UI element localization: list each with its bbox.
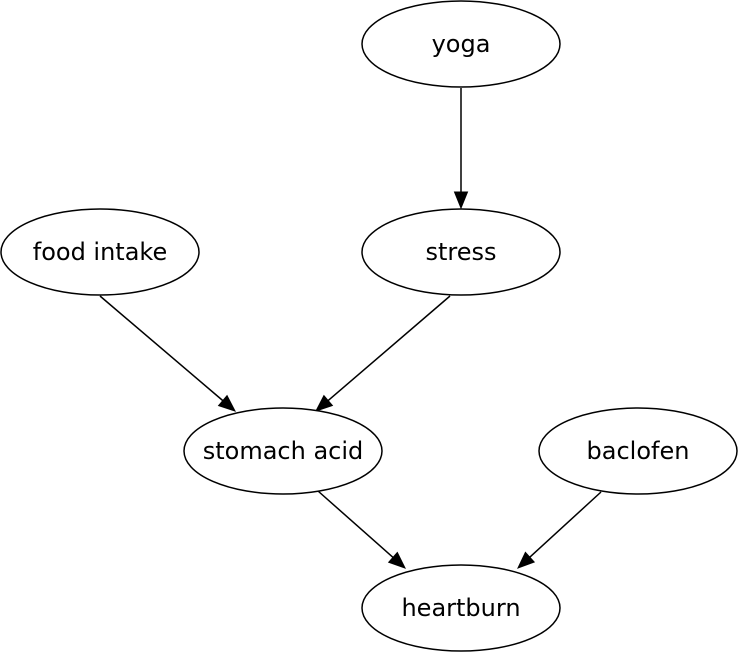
arrowhead-baclofen-heartburn [517,551,536,569]
node-heartburn-label: heartburn [401,594,520,622]
arrowhead-food-intake-stomach-acid [217,394,237,412]
edge-baclofen-to-heartburn [517,491,602,569]
edges-layer [99,88,602,569]
node-food-intake-ellipse [0,208,200,296]
edge-stress-to-stomach-acid [314,295,451,412]
node-baclofen: baclofen [538,407,738,495]
node-stomach-acid-ellipse [183,407,383,495]
node-stomach-acid-label: stomach acid [203,437,364,465]
node-baclofen-label: baclofen [587,437,690,465]
edge-line-stomach-acid-heartburn [317,490,394,558]
node-heartburn-ellipse [361,564,561,652]
edge-line-baclofen-heartburn [529,491,602,558]
node-baclofen-ellipse [538,407,738,495]
edge-line-stress-stomach-acid [327,295,451,402]
node-stress: stress [361,208,561,296]
node-stress-label: stress [425,238,496,266]
node-stress-ellipse [361,208,561,296]
node-food-intake: food intake [0,208,200,296]
edge-line-food-intake-stomach-acid [99,295,224,402]
node-stomach-acid: stomach acid [183,407,383,495]
node-yoga: yoga [361,0,561,88]
node-heartburn: heartburn [361,564,561,652]
edge-yoga-to-stress [453,88,469,210]
node-yoga-ellipse [361,0,561,88]
edge-stomach-acid-to-heartburn [317,490,406,569]
edge-food-intake-to-stomach-acid [99,295,237,412]
arrowhead-yoga-stress [453,191,469,210]
arrowhead-stomach-acid-heartburn [387,551,406,569]
node-yoga-label: yoga [432,30,491,58]
arrowhead-stress-stomach-acid [314,394,334,412]
node-food-intake-label: food intake [33,238,167,266]
